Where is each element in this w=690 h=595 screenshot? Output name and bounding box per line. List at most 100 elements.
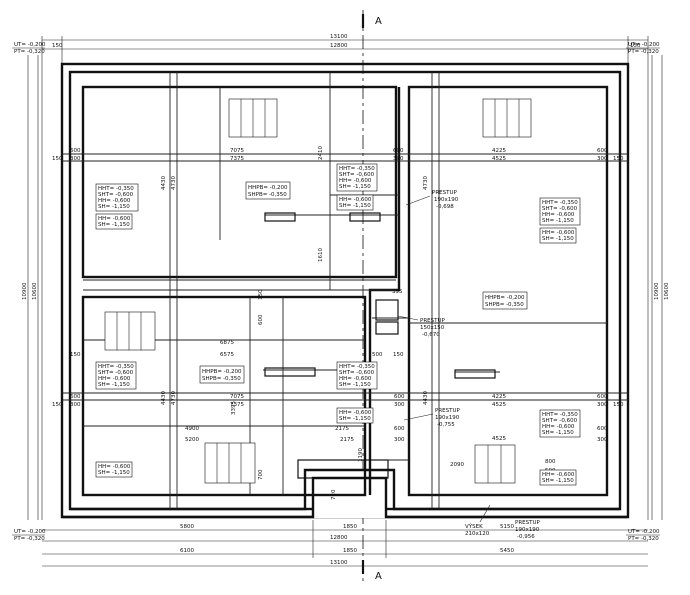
level-stack-top-left (228, 98, 278, 138)
dim-395: 395 (392, 289, 403, 295)
dim-700: 700 (258, 469, 264, 480)
svg-text:SH= -1,150: SH= -1,150 (542, 430, 574, 436)
svg-text:SHT= -0,600: SHT= -0,600 (542, 418, 578, 424)
corner-levels: UT= -0,200 PT= -0,320 UT= -0,200 PT= -0,… (12, 42, 660, 542)
dim-150-l1: 150 (52, 156, 63, 162)
dim-600-r3: 600 (597, 426, 608, 432)
svg-text:HH= -0,600: HH= -0,600 (542, 230, 575, 236)
level-stack-bottom (204, 442, 256, 484)
dim-inner-top: 12800 (330, 43, 348, 49)
svg-text:SH= -1,150: SH= -1,150 (339, 184, 371, 190)
dim-overall-top: 13100 (330, 34, 348, 40)
level-stack-bottom-right (474, 444, 516, 484)
level-note-hhpb3: HHPB= -0,200 SHPB= -0,350 (199, 365, 245, 384)
svg-text:HH= -0,600: HH= -0,600 (542, 472, 575, 478)
dimension-sides: 10900 10600 10900 10600 (22, 55, 670, 520)
svg-text:SHPB= -0,350: SHPB= -0,350 (485, 302, 524, 308)
svg-text:HHT= -0,350: HHT= -0,350 (339, 364, 375, 370)
dim-300-m2: 300 (394, 402, 405, 408)
dim-300-l2: 300 (70, 402, 81, 408)
svg-text:HHT= -0,350: HHT= -0,350 (98, 364, 134, 370)
dim-300-m1: 300 (393, 156, 404, 162)
level-note-lt2: HH= -0,600 SH= -1,150 (95, 213, 133, 230)
dim-4525-c: 4525 (492, 436, 506, 442)
svg-text:HH= -0,600: HH= -0,600 (542, 424, 575, 430)
corner-br-ut: UT= -0,200 (628, 529, 660, 535)
level-stack-mid-left (104, 311, 156, 351)
opening1-level: -0,698 (436, 204, 454, 210)
svg-text:SH= -1,150: SH= -1,150 (542, 478, 574, 484)
corner-bl-ut: UT= -0,200 (14, 529, 46, 535)
level-note-rb1: HHT= -0,350 SHT= -0,600 HH= -0,600 SH= -… (539, 409, 581, 438)
dim-800: 800 (545, 459, 556, 465)
svg-text:HHPB= -0,200: HHPB= -0,200 (248, 185, 288, 191)
opening2-title: PRESTUP (420, 318, 445, 324)
dim-4430: 4430 (161, 176, 167, 190)
dim-bottom-mid: 1850 (343, 524, 357, 530)
svg-text:HHPB= -0,200: HHPB= -0,200 (202, 369, 242, 375)
opening2-size: 150x150 (420, 325, 445, 331)
dim-600-l1: 600 (70, 148, 81, 154)
corner-tr-ut: UT= -0,200 (628, 42, 660, 48)
dim-150-r1: 150 (613, 156, 624, 162)
svg-text:SHT= -0,600: SHT= -0,600 (98, 192, 134, 198)
svg-text:SHT= -0,600: SHT= -0,600 (339, 370, 375, 376)
dim-4525-b: 4525 (492, 402, 506, 408)
level-note-rb2: HH= -0,600 SH= -1,150 (539, 469, 577, 486)
level-note-rt2: HH= -0,600 SH= -1,150 (539, 227, 577, 244)
svg-text:HH= -0,600: HH= -0,600 (542, 212, 575, 218)
footing-steps (264, 212, 496, 479)
svg-text:HH= -0,600: HH= -0,600 (339, 178, 372, 184)
svg-text:HHPB= -0,200: HHPB= -0,200 (485, 295, 525, 301)
dim-7375-a: 7375 (230, 156, 244, 162)
svg-text:SHT= -0,600: SHT= -0,600 (98, 370, 134, 376)
opening1-size: 190x190 (434, 197, 459, 203)
level-note-rt1: HHT= -0,350 SHT= -0,600 HH= -0,600 SH= -… (539, 197, 581, 226)
svg-text:HH= -0,600: HH= -0,600 (98, 464, 131, 470)
svg-text:HHT= -0,350: HHT= -0,350 (542, 412, 578, 418)
svg-text:SHPB= -0,350: SHPB= -0,350 (248, 192, 287, 198)
level-note-mb2: HH= -0,600 SH= -1,150 (336, 407, 374, 424)
grid-lines (62, 72, 628, 509)
dim-6575: 6575 (220, 352, 234, 358)
dim-1610: 1610 (318, 248, 324, 262)
dim-2175-b: 2175 (340, 437, 354, 443)
dim-6875: 6875 (220, 340, 234, 346)
dim-4430-b: 4430 (161, 391, 167, 405)
dim-150-l: 150 (70, 352, 81, 358)
dim-bottom-left: 5800 (180, 524, 194, 530)
dim-right-overall: 10900 (654, 282, 660, 300)
dim-4730: 4730 (171, 176, 177, 190)
corner-br-pt: PT= -0,320 (628, 536, 659, 542)
dim-600-v: 600 (258, 314, 264, 325)
dim-600-m3: 600 (394, 426, 405, 432)
dim-300-m3: 300 (394, 437, 405, 443)
opening1-title: PRESTUP (432, 190, 457, 196)
dim-7075-b: 7075 (230, 394, 244, 400)
svg-text:SH= -1,150: SH= -1,150 (339, 382, 371, 388)
dim-500: 500 (372, 352, 383, 358)
dim-600-l2: 600 (70, 394, 81, 400)
svg-text:HH= -0,600: HH= -0,600 (339, 410, 372, 416)
level-note-hhpb1: HHPB= -0,200 SHPB= -0,350 (245, 181, 291, 200)
dimension-bottom: 5800 1850 5150 12800 6100 1850 5450 1310… (42, 520, 648, 567)
opening4-size: 190x190 (515, 527, 540, 533)
dim-4730-c: 4730 (423, 176, 429, 190)
opening4-level: -0,956 (517, 534, 535, 540)
dim-4430-c: 4430 (423, 391, 429, 405)
opening3-level: -0,755 (437, 422, 455, 428)
dim-600-r2: 600 (597, 394, 608, 400)
svg-text:HHT= -0,350: HHT= -0,350 (339, 166, 375, 172)
opening2-level: -0,670 (422, 332, 440, 338)
vysek-title: VÝSEK (465, 523, 483, 530)
svg-text:HHT= -0,350: HHT= -0,350 (542, 200, 578, 206)
svg-text:SHPB= -0,350: SHPB= -0,350 (202, 376, 241, 382)
internal-dims: 7075 7375 7075 7375 4225 4525 4225 4525 … (52, 146, 624, 500)
dim-4225-a: 4225 (492, 148, 506, 154)
level-note-lb1: HHT= -0,350 SHT= -0,600 HH= -0,600 SH= -… (95, 361, 137, 390)
corner-tl-ut: UT= -0,200 (14, 42, 46, 48)
level-note-mt1: HHT= -0,350 SHT= -0,600 HH= -0,600 SH= -… (336, 163, 378, 192)
corner-tr-pt: PT= -0,320 (628, 49, 659, 55)
opening3-size: 190x190 (435, 415, 460, 421)
